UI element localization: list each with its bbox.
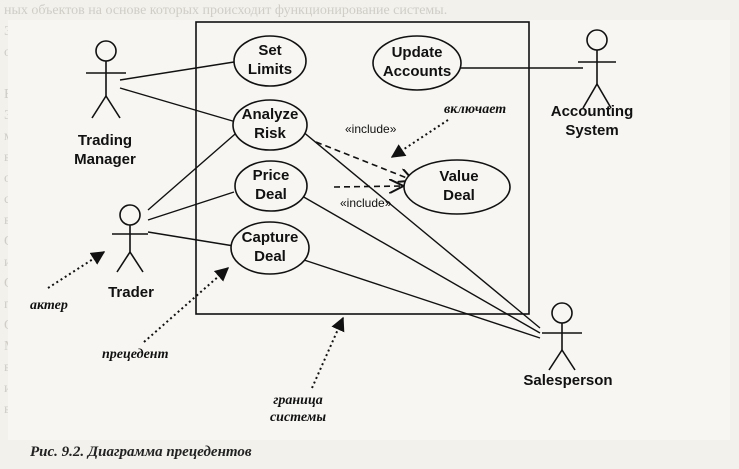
use-case-set-limits: Set Limits [233, 35, 307, 87]
assoc-trader-capturedeal [147, 231, 235, 247]
include-arrow-1 [315, 141, 412, 180]
annotation-arrows [47, 119, 449, 389]
use-case-price-deal: Price Deal [234, 160, 308, 212]
svg-text:Price: Price [253, 167, 290, 184]
annotation-actor: актер [30, 298, 68, 313]
use-case-capture-deal: Capture Deal [230, 221, 310, 275]
annotation-arrow-actor [47, 251, 106, 289]
annotation-arrow-usecase [143, 267, 230, 343]
actor-trading-manager-label-2: Manager [74, 151, 136, 168]
annotation-boundary-2: системы [270, 410, 326, 425]
svg-text:Deal: Deal [443, 187, 475, 204]
svg-text:Deal: Deal [254, 248, 286, 265]
svg-text:Set: Set [258, 42, 281, 59]
associations [119, 61, 583, 339]
figure-caption: Рис. 9.2. Диаграмма прецедентов [30, 444, 252, 460]
include-dependencies [315, 141, 412, 187]
actor-salesperson-figure [542, 302, 582, 371]
assoc-sales-analyzerisk [295, 125, 541, 329]
annotation-usecase: прецедент [102, 347, 169, 362]
svg-text:Risk: Risk [254, 125, 286, 142]
svg-text:Limits: Limits [248, 61, 292, 78]
svg-text:Analyze: Analyze [242, 106, 299, 123]
use-case-value-deal: Value Deal [403, 159, 511, 215]
actor-trader-figure [112, 204, 148, 273]
annotation-arrow-includes [390, 119, 449, 158]
use-case-update-accounts: Update Accounts [372, 35, 462, 91]
actor-trading-manager-figure [86, 40, 126, 119]
svg-text:Update: Update [392, 44, 443, 61]
actor-salesperson-label: Salesperson [523, 372, 612, 389]
assoc-trader-pricedeal [147, 191, 235, 221]
svg-text:Value: Value [439, 168, 478, 185]
svg-text:Capture: Capture [242, 229, 299, 246]
assoc-manager-analyzerisk [119, 87, 237, 123]
assoc-manager-setlimits [119, 61, 235, 81]
include-label-2: «include» [340, 196, 392, 210]
assoc-trader-analyzerisk [147, 127, 243, 211]
actor-accounting-system-label-1: Accounting [551, 103, 634, 120]
actor-accounting-system-label-2: System [565, 122, 618, 139]
annotation-boundary-1: граница [273, 393, 323, 408]
assoc-sales-capturedeal [297, 257, 541, 339]
assoc-sales-pricedeal [301, 195, 541, 334]
svg-text:Accounts: Accounts [383, 63, 451, 80]
diagram-plate [8, 20, 730, 440]
actor-trader-label: Trader [108, 284, 154, 301]
use-case-analyze-risk: Analyze Risk [232, 99, 308, 151]
actor-trading-manager-label-1: Trading [78, 132, 132, 149]
include-arrow-2 [333, 186, 402, 187]
actor-accounting-system-figure [578, 29, 616, 109]
annotation-includes: включает [444, 102, 506, 117]
include-label-1: «include» [345, 122, 397, 136]
svg-text:Deal: Deal [255, 186, 287, 203]
